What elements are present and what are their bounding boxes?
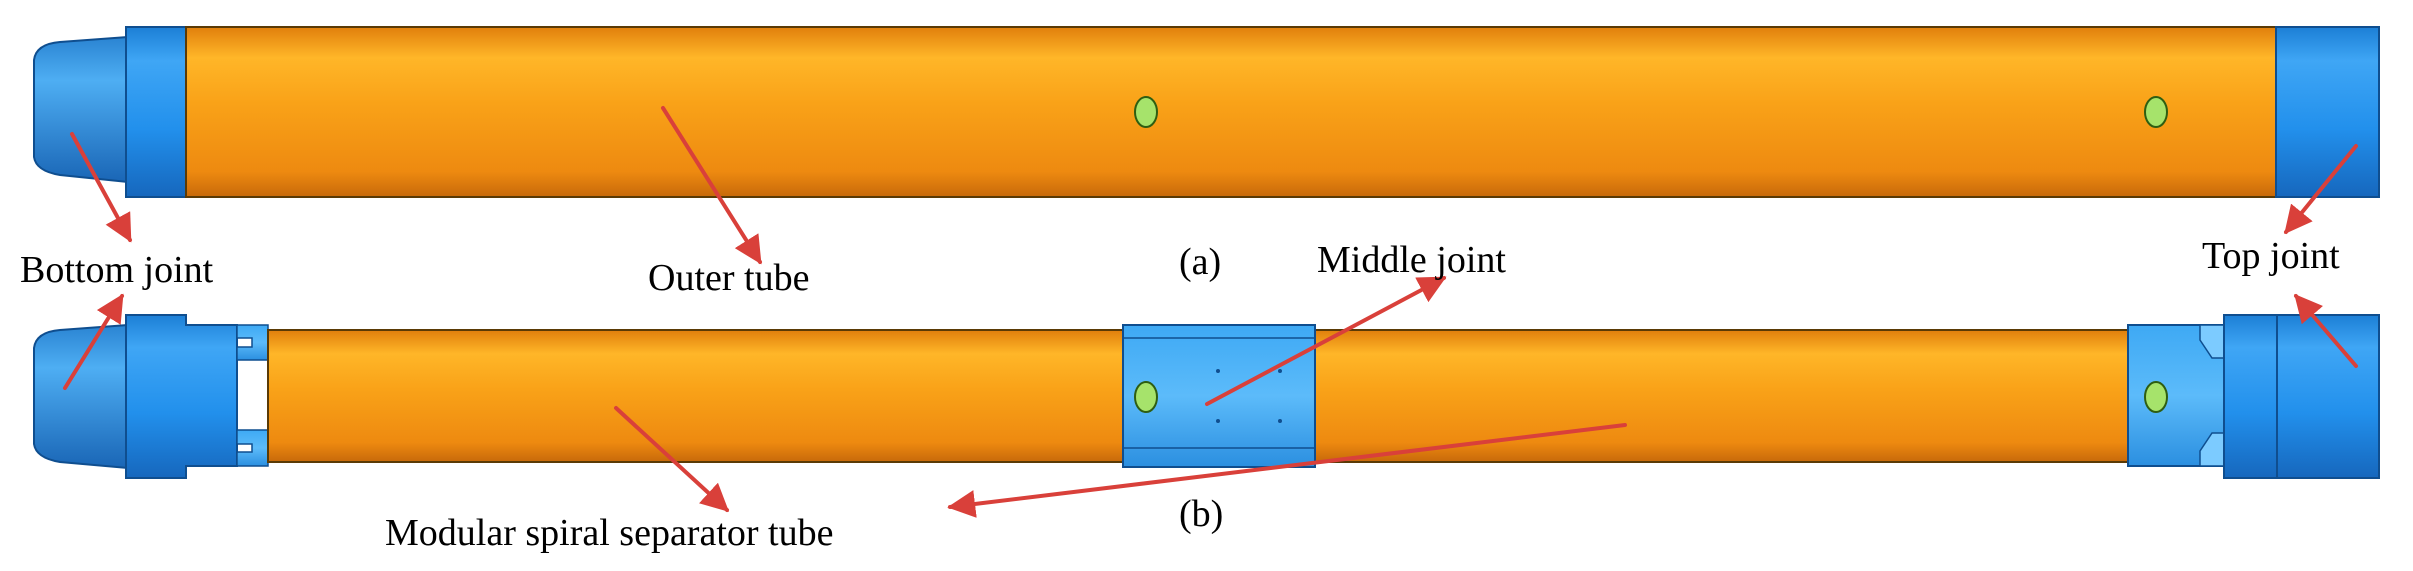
middle-joint-dots <box>1216 369 1282 423</box>
arrow-bottom-joint-a <box>70 132 132 243</box>
arrow-modular-tube-left <box>614 406 730 512</box>
bottom-joint-b-cap <box>33 323 129 470</box>
annotation-arrows <box>63 106 2358 518</box>
top-joint-a <box>2275 26 2380 198</box>
arrow-top-joint-a <box>2284 144 2358 235</box>
arrow-top-joint-b <box>2294 293 2358 368</box>
bottom-joint-b-collar <box>125 314 238 479</box>
bottom-joint-b-notch-bottom <box>236 429 269 467</box>
assembly-a <box>33 26 2380 198</box>
label-middle-joint: Middle joint <box>1317 239 1506 281</box>
label-panel-a: (a) <box>1179 241 1221 283</box>
top-joint-b-end <box>2276 314 2380 479</box>
arrow-modular-tube-right <box>947 423 1627 518</box>
arrow-bottom-joint-b <box>63 293 124 390</box>
label-top-joint: Top joint <box>2202 235 2340 277</box>
label-outer-tube: Outer tube <box>648 257 809 299</box>
outer-tube <box>185 26 2279 198</box>
arrow-outer-tube <box>661 106 762 265</box>
top-joint-b-collar <box>2223 314 2280 479</box>
assembly-b <box>33 314 2380 479</box>
top-joint-b-notch-top <box>2199 324 2227 359</box>
hole-b-2 <box>2144 381 2168 413</box>
label-modular-tube: Modular spiral separator tube <box>385 512 833 554</box>
label-panel-b: (b) <box>1179 493 1223 535</box>
bottom-joint-a-cap <box>33 35 129 184</box>
separator-tube-left <box>267 329 1126 463</box>
bottom-joint-a-collar <box>125 26 189 198</box>
arrow-middle-joint <box>1205 276 1447 406</box>
separator-tube-right <box>1312 329 2131 463</box>
hole-b-1 <box>1134 381 1158 413</box>
hole-a-1 <box>1134 96 1158 128</box>
label-bottom-joint: Bottom joint <box>20 249 214 291</box>
hole-a-2 <box>2144 96 2168 128</box>
top-joint-b-notch-bottom <box>2199 432 2227 467</box>
bottom-joint-b-notch-top <box>236 324 269 361</box>
